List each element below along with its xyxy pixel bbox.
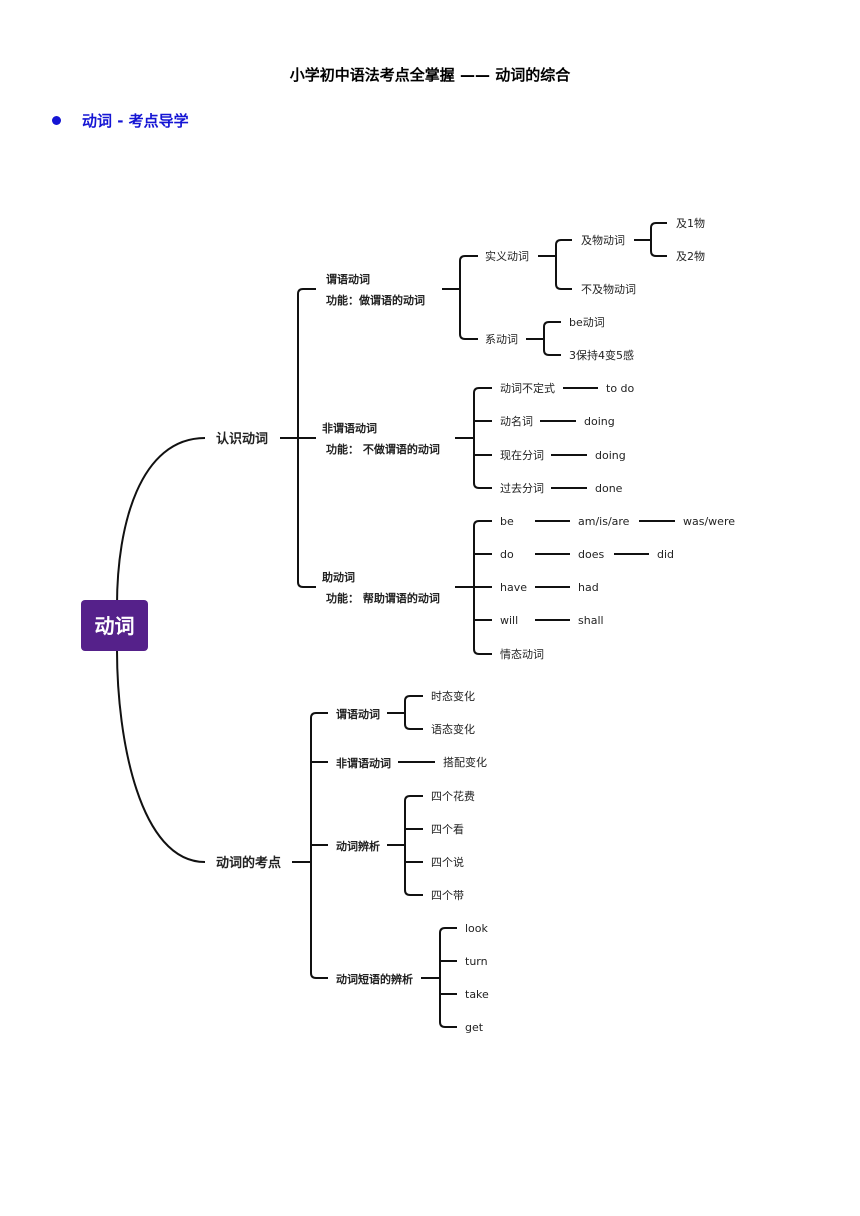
node-four-say: 四个说 (431, 855, 464, 869)
node-aux-be: be (500, 515, 514, 528)
node-non-predicate-verb: 非谓语动词 (322, 421, 377, 435)
node-collocation-change: 搭配变化 (443, 755, 487, 769)
root-node-label: 动词 (95, 614, 135, 638)
node-phrase-take: take (465, 988, 489, 1001)
node-four-spend: 四个花费 (431, 790, 475, 803)
node-aux-do-past: did (657, 548, 674, 561)
section-heading-text: 动词 - 考点导学 (82, 112, 189, 130)
node-tense-change: 时态变化 (431, 689, 475, 703)
node-aux-have-past: had (578, 581, 599, 594)
root-node (81, 600, 148, 651)
section-heading: 动词 - 考点导学 (52, 110, 189, 131)
page-title: 小学初中语法考点全掌握 —— 动词的综合 (289, 66, 571, 84)
node-gerund-form: doing (584, 415, 615, 428)
node-one-object: 及1物 (676, 216, 705, 230)
node-auxiliary-verb: 助动词 (322, 570, 355, 584)
node-aux-be-present: am/is/are (578, 515, 630, 528)
node-infinitive: 动词不定式 (500, 381, 555, 395)
node-present-participle-form: doing (595, 449, 626, 462)
node-four-look: 四个看 (431, 822, 464, 836)
bullet-icon (52, 116, 61, 125)
node-aux-shall: shall (578, 614, 604, 627)
node-aux-be-past: was/were (683, 515, 735, 528)
node-intransitive-verb: 不及物动词 (581, 282, 636, 296)
node-test-predicate-verb: 谓语动词 (336, 707, 380, 721)
node-infinitive-form: to do (606, 382, 635, 395)
node-phrase-turn: turn (465, 955, 488, 968)
node-keep-change-sense: 3保持4变5感 (569, 348, 634, 362)
node-phrase-get: get (465, 1021, 484, 1034)
branch-recognize-verbs: 认识动词 (216, 431, 268, 447)
node-four-bring: 四个带 (431, 889, 464, 902)
node-modal-verb: 情态动词 (500, 648, 544, 661)
node-gerund: 动名词 (500, 414, 533, 428)
node-past-participle: 过去分词 (500, 482, 544, 495)
node-auxiliary-verb-function: 功能： 帮助谓语的动词 (326, 591, 440, 605)
node-non-predicate-verb-function: 功能： 不做谓语的动词 (326, 442, 440, 456)
node-aux-do: do (500, 548, 514, 561)
node-transitive-verb: 及物动词 (581, 233, 625, 247)
node-voice-change: 语态变化 (431, 722, 475, 736)
node-phrasal-verb-discrimination: 动词短语的辨析 (336, 972, 413, 986)
node-predicate-verb-function: 功能：做谓语的动词 (326, 293, 425, 307)
node-phrase-look: look (465, 922, 489, 935)
node-be-verb: be动词 (569, 316, 605, 329)
node-verb-discrimination: 动词辨析 (336, 839, 380, 853)
connector-lines (116, 222, 675, 1028)
node-aux-have: have (500, 581, 527, 594)
branch-verb-test-points: 动词的考点 (216, 855, 281, 871)
node-aux-will: will (500, 614, 518, 627)
node-predicate-verb: 谓语动词 (326, 272, 370, 286)
node-past-participle-form: done (595, 482, 623, 495)
node-aux-do-present: does (578, 548, 604, 561)
node-notional-verb: 实义动词 (485, 249, 529, 263)
node-test-non-predicate-verb: 非谓语动词 (336, 756, 391, 770)
node-present-participle: 现在分词 (500, 449, 544, 462)
node-two-objects: 及2物 (676, 249, 705, 263)
node-linking-verb: 系动词 (485, 333, 518, 346)
